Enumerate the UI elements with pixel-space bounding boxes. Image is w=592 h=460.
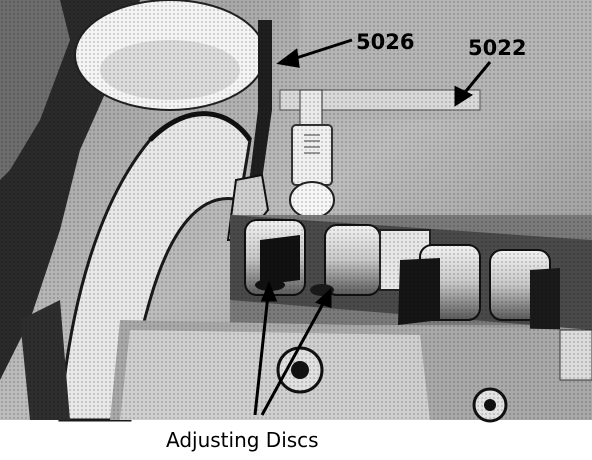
callout-label-adjusting-discs: Adjusting Discs [166, 428, 319, 452]
callout-label-5026: 5026 [356, 30, 415, 54]
callout-label-5022: 5022 [468, 36, 527, 60]
callout-arrows [253, 38, 492, 416]
